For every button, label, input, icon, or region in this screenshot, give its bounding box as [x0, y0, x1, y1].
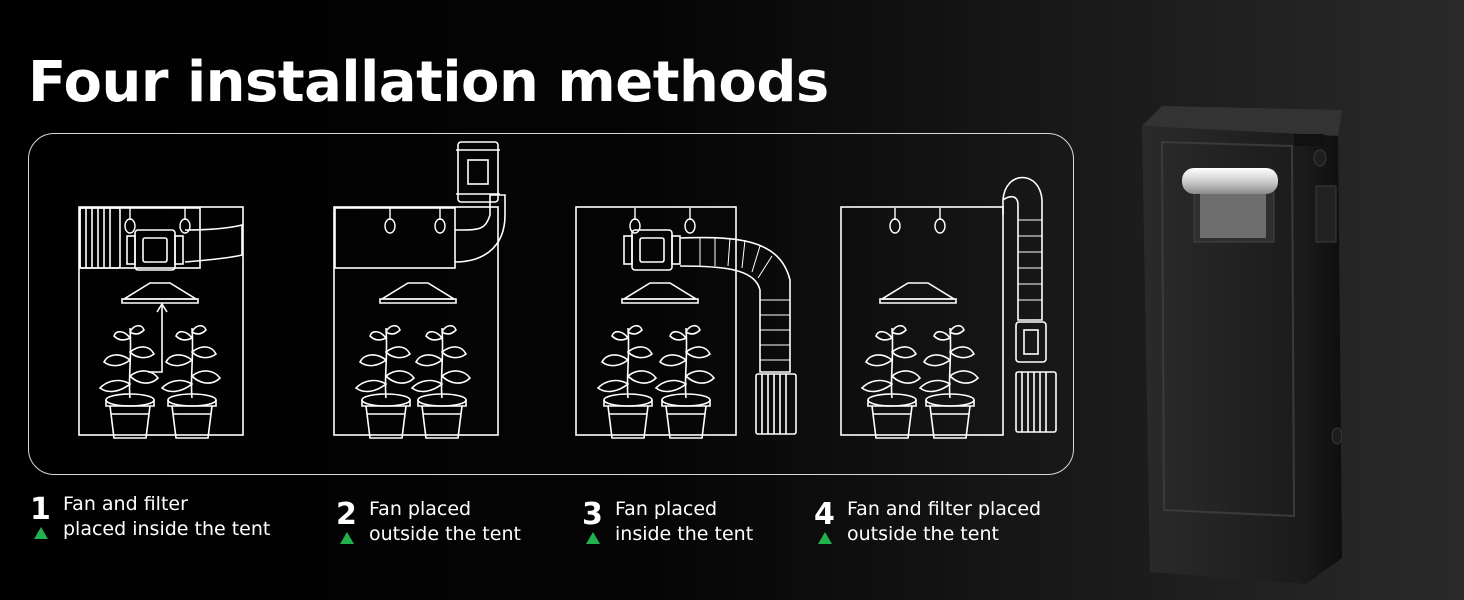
- green-triangle-icon: [818, 532, 832, 544]
- method-line-1: Fan placed: [369, 498, 472, 520]
- diagram-method-1: [78, 206, 244, 438]
- method-number: 4: [814, 497, 835, 532]
- method-line-2: outside the tent: [847, 523, 999, 545]
- method-line-1: Fan placed: [615, 498, 718, 520]
- method-caption-3: 3 Fan placed inside the tent: [582, 495, 802, 555]
- method-description: Fan placed inside the tent: [615, 497, 753, 547]
- method-description: Fan and filter placed outside the tent: [847, 497, 1041, 547]
- green-triangle-icon: [34, 527, 48, 539]
- method-line-2: inside the tent: [615, 523, 754, 545]
- method-caption-2: 2 Fan placed outside the tent: [336, 495, 556, 555]
- diagram-method-4: [840, 176, 1057, 439]
- method-line-2: placed inside the tent: [63, 518, 271, 540]
- green-triangle-icon: [340, 532, 354, 544]
- method-caption-4: 4 Fan and filter placed outside the tent: [814, 495, 1084, 555]
- diagram-panel: [28, 133, 1074, 475]
- method-number: 3: [582, 497, 603, 532]
- diagram-method-2: [333, 141, 506, 438]
- green-triangle-icon: [586, 532, 600, 544]
- method-line-2: outside the tent: [369, 523, 521, 545]
- method-line-1: Fan and filter: [63, 493, 188, 515]
- diagram-method-3: [575, 206, 797, 438]
- method-number: 1: [30, 492, 51, 527]
- grow-tent-image: [1142, 106, 1342, 584]
- method-number: 2: [336, 497, 357, 532]
- method-description: Fan placed outside the tent: [369, 497, 521, 547]
- method-description: Fan and filter placed inside the tent: [63, 492, 270, 542]
- page-title: Four installation methods: [28, 50, 829, 115]
- method-caption-1: 1 Fan and filter placed inside the tent: [30, 490, 310, 550]
- method-line-1: Fan and filter placed: [847, 498, 1042, 520]
